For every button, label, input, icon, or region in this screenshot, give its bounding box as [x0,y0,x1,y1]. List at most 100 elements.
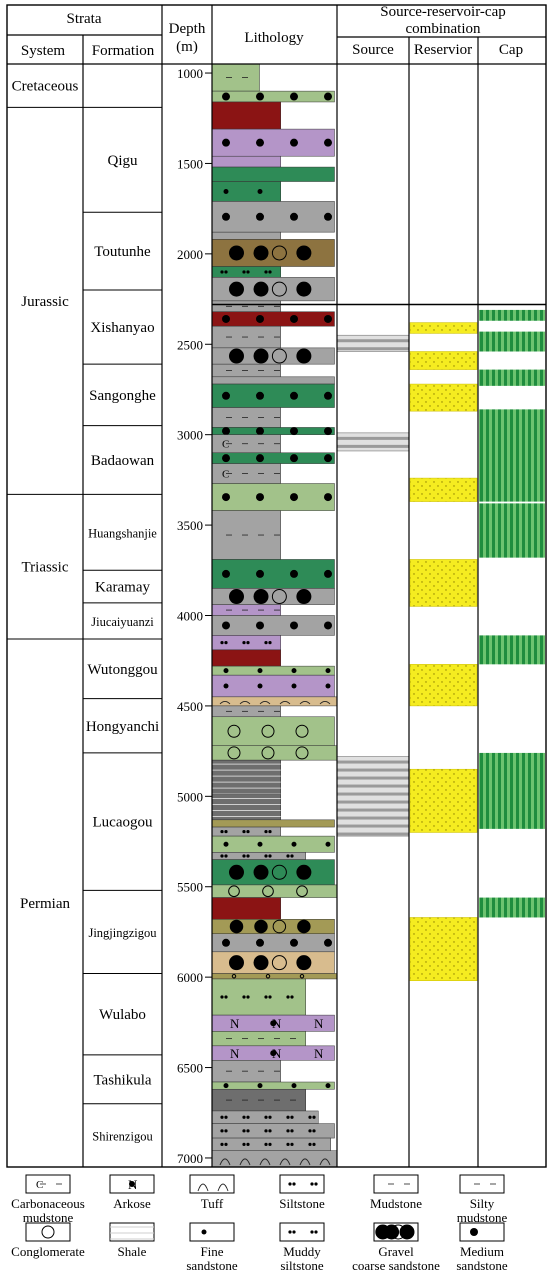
silt-dot [268,1115,272,1119]
silt-dot [220,641,224,645]
silt-dot [242,1115,246,1119]
depth-tick-label: 2000 [177,247,203,262]
gravel-mark [254,919,268,934]
grain-dot [290,938,298,947]
grain-dot [257,683,263,689]
depth-header-line1: Depth [169,21,206,37]
tuff-mark [259,1158,271,1166]
grain-dot [290,427,298,436]
legend: CCarbonaceousmudstoneNArkoseTuffSiltston… [11,1174,508,1273]
depth-tick-label: 4500 [177,699,203,714]
lithology-layer [211,376,335,385]
grain-dot [256,92,264,101]
gravel-mark [271,955,287,971]
depth-tick-label: 4000 [177,609,203,624]
lithology-layer [211,155,281,168]
grain-dot [290,92,298,101]
system-label: Triassic [22,560,69,576]
gravel-mark [229,348,244,364]
gravel-mark [296,245,312,261]
tuff-mark [279,1158,291,1166]
source-stripe [337,832,409,836]
system-label: Cretaceous [12,79,79,95]
lithology-layer [211,63,260,92]
grain-dot [256,621,264,630]
grain-dot [470,1228,478,1236]
silt-dot [264,270,268,274]
legend-swatch [279,1222,325,1242]
silt-dot [224,854,228,858]
lithology-layer [211,1150,338,1168]
legend-label: Muddy [283,1244,321,1259]
silt-dot [224,829,228,834]
source-stripe [337,339,409,343]
lithology-layer [211,383,335,408]
silt-dot [290,1142,294,1146]
silt-dot [314,1230,318,1234]
gravel-mark [399,1224,415,1240]
grain-dot [324,314,332,323]
outer-frame [6,4,547,1168]
silt-dot [242,995,246,999]
legend-label: Mudstone [370,1196,422,1211]
source-interval [336,756,410,837]
lithology-layer [211,674,335,698]
legend-label: siltstone [280,1258,324,1273]
tuff-mark [239,700,251,705]
grain-dot [325,841,331,847]
silt-dot [286,1142,290,1146]
silt-dot [242,829,246,834]
silt-dot [288,1182,292,1186]
grain-dot [290,212,298,221]
pebble-mark [261,746,275,760]
lithology-layer [211,615,335,636]
strata-header: Strata [67,11,102,27]
grain-dot [222,314,230,323]
legend-swatch [459,1222,505,1242]
cap-header: Cap [499,42,523,58]
grain-dot [290,454,298,463]
legend-label: Conglomerate [11,1244,85,1259]
legend-label: coarse sandstone [352,1258,440,1273]
gravel-mark [253,281,269,297]
tuff-mark [239,1158,251,1166]
grain-dot [257,1083,263,1089]
gravel-mark [253,589,269,605]
lithology-layer [211,101,281,130]
tuff-mark [299,700,311,705]
grain-dot [324,493,332,502]
table-frame [6,4,547,1168]
grain-dot [291,668,297,674]
legend-label: Medium [460,1244,504,1259]
silt-dot [246,1142,250,1146]
cap-interval [479,752,545,829]
silt-dot [246,995,250,999]
carbon-mark: C [222,469,229,481]
silt-dot [310,1230,314,1234]
pebble-mark [295,746,309,760]
legend-swatch [25,1222,71,1242]
formation-label: Hongyanchi [86,719,159,735]
silt-dot [224,995,228,999]
depth-tick-label: 5000 [177,789,203,804]
grain-dot [222,569,230,578]
depth-header-line2: (m) [176,39,198,55]
formation-label: Huangshanjie [88,526,157,540]
silt-dot [246,1129,250,1133]
silt-dot [292,1182,296,1186]
silt-dot [264,641,268,645]
grain-dot [290,138,298,147]
silt-dot [224,1115,228,1119]
grain-dot [291,683,297,689]
gravel-mark [229,589,244,605]
reservoir-interval [409,559,478,607]
silt-dot [220,1142,224,1146]
system-header: System [21,43,66,59]
grain-dot [223,1083,229,1089]
lithology-layer [211,311,335,327]
silt-dot [308,1142,312,1146]
legend-swatch [189,1174,235,1194]
